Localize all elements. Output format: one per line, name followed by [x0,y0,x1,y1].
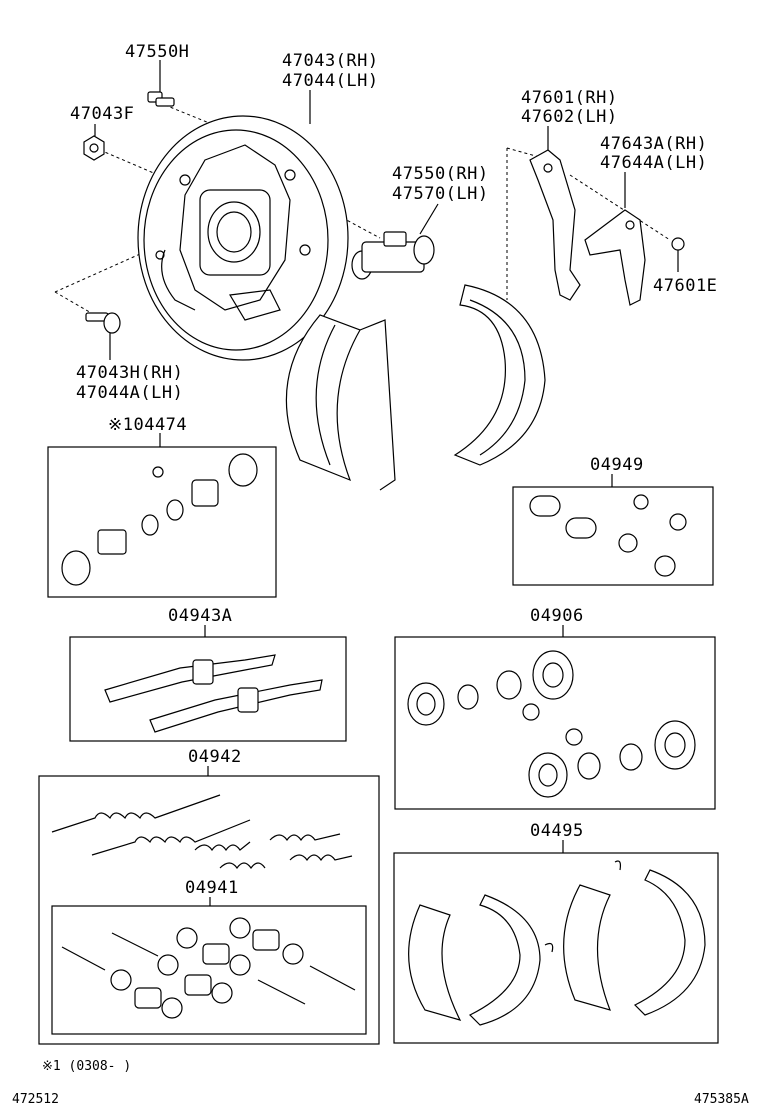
diagram-code-left: 472512 [12,1092,59,1107]
label-47602-lh: 47602(LH) [521,107,618,127]
kit-04943a [69,636,347,742]
kit-04942 [38,775,380,1045]
label-47044-lh: 47044(LH) [282,71,379,91]
label-47550-rh: 47550(RH) [392,164,489,184]
footnote: ※1 (0308- ) [42,1059,131,1074]
label-47550h: 47550H [125,42,189,62]
label-04949: 04949 [590,455,644,475]
clip-47601e [671,237,685,251]
bolt-47043h [85,312,121,334]
label-04941: 04941 [185,878,239,898]
label-47043f: 47043F [70,104,134,124]
label-47643a-rh: 47643A(RH) [600,134,707,154]
brake-backing-plate [137,115,349,361]
label-04942: 04942 [188,747,242,767]
kit-04474 [47,446,277,598]
nut-47043f [83,135,105,161]
label-04906: 04906 [530,606,584,626]
label-47043-rh: 47043(RH) [282,51,379,71]
leader-lines [94,60,679,906]
brake-shoe-rear [453,284,546,466]
label-47043h-rh: 47043H(RH) [76,363,183,383]
brake-shoe-front [285,314,396,491]
diagram-code-right: 475385A [694,1092,749,1107]
kit-04906 [394,636,716,810]
kit-04949 [512,486,714,586]
label-04474: ※104474 [108,415,187,435]
label-04943a: 04943A [168,606,232,626]
label-47644a-lh: 47644A(LH) [600,153,707,173]
label-47601-rh: 47601(RH) [521,88,618,108]
wheel-cylinder-47550 [351,231,435,280]
parking-brake-lever-47601 [529,149,581,301]
kit-04495 [393,852,719,1044]
bleeder-bolt-47550h [147,91,175,107]
label-47044a-lh: 47044A(LH) [76,383,183,403]
kit-04941 [51,905,367,1035]
adjuster-lever-47643a [584,209,646,306]
label-04495: 04495 [530,821,584,841]
label-47601e: 47601E [653,276,717,296]
label-47570-lh: 47570(LH) [392,184,489,204]
